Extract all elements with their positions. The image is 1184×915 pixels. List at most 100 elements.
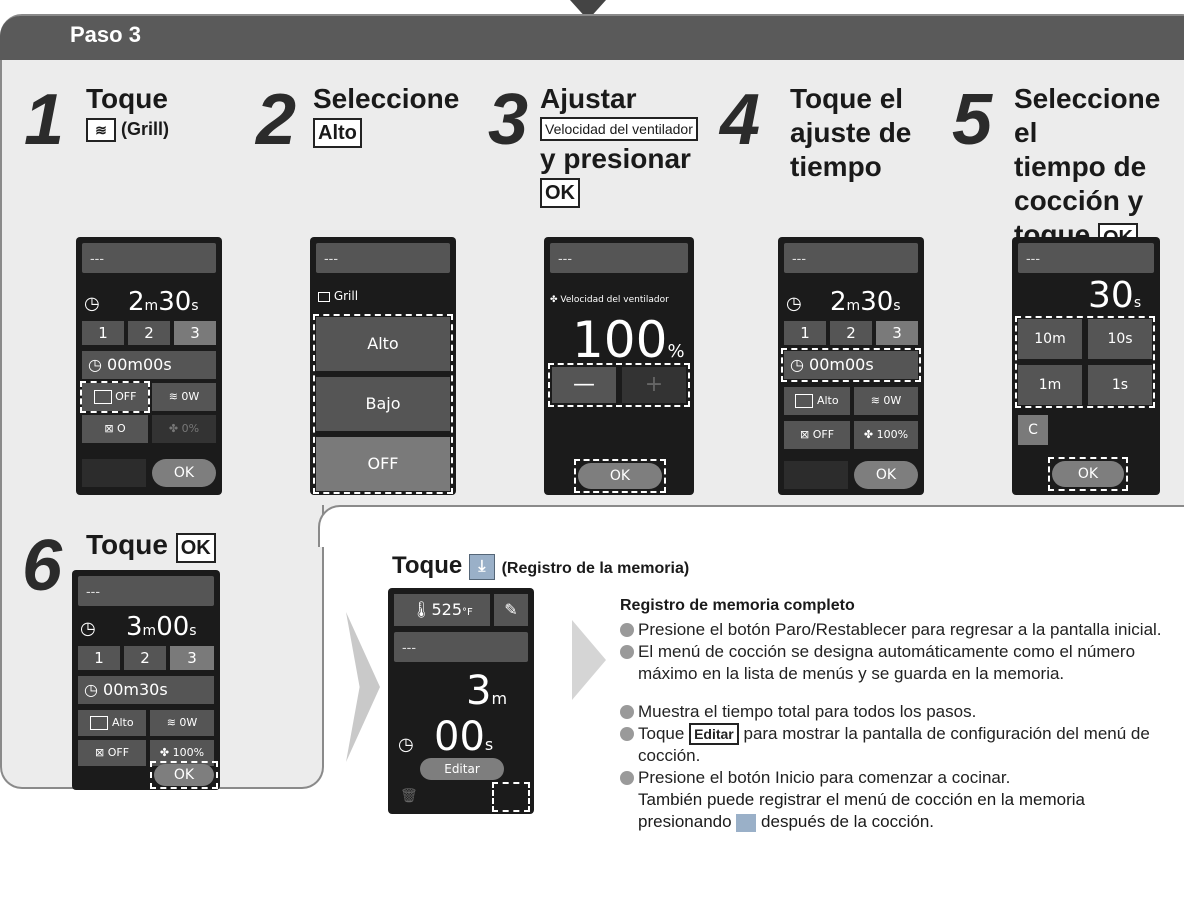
option-off[interactable]: OFF — [316, 437, 450, 491]
time-display: 3m00s — [126, 612, 197, 642]
info-bullet: El menú de cocción se designa automática… — [620, 641, 1180, 685]
memory-save-icon — [736, 813, 757, 832]
fan-button[interactable]: ✤ 100% — [854, 421, 918, 449]
memory-heading: Toque ⤓ (Registro de la memoria) — [392, 552, 690, 580]
fan-button[interactable]: ✤ 0% — [152, 415, 216, 443]
step-number-3: 3 — [488, 80, 529, 160]
step-1-suffix: (Grill) — [121, 119, 170, 139]
minus-button[interactable]: — — [552, 367, 616, 403]
step-3-box: Velocidad del ventilador — [540, 117, 698, 141]
stage-tab[interactable]: 1 — [784, 321, 826, 345]
timer-field[interactable]: ◷ 00m30s — [78, 676, 214, 704]
screen-1: --- ◷ 2m30s 1 2 3 ◷ 00m00s OFF ≋ 0W ⊠ O … — [76, 237, 222, 495]
highlight — [548, 363, 690, 407]
info-bullet: Presione el botón Inicio para comenzar a… — [620, 767, 1180, 789]
screen-title: --- — [550, 243, 688, 273]
step-1-line: Toque — [86, 83, 168, 114]
wrench-icon[interactable]: ✎ — [494, 594, 528, 626]
time-display: 2m30s — [128, 287, 199, 317]
screen-title: --- — [394, 632, 528, 662]
screen-3: --- ✤ Velocidad del ventilador 100% — + … — [544, 237, 694, 495]
step-6-text: Toque OK — [86, 528, 216, 563]
stage-tab[interactable]: 3 — [170, 646, 214, 670]
step-4-line: ajuste de — [790, 117, 912, 148]
highlight — [1015, 316, 1155, 408]
screen-7: 🌡525°F ✎ --- 3m ◷ 00s Editar 🗑 — [388, 588, 534, 814]
next-arrow-icon — [346, 612, 380, 762]
stage-tab[interactable]: 3 — [876, 321, 918, 345]
stage-tab[interactable]: 2 — [830, 321, 872, 345]
edit-button[interactable]: Editar — [420, 758, 504, 780]
ok-button[interactable]: OK — [578, 463, 662, 489]
stage-tab[interactable]: 2 — [124, 646, 166, 670]
grill-button[interactable]: Alto — [78, 710, 146, 736]
clear-button[interactable]: C — [1018, 415, 1048, 445]
chef-icon[interactable] — [82, 459, 146, 487]
stage-tab[interactable]: 2 — [128, 321, 170, 345]
step-number-2: 2 — [256, 80, 297, 160]
ok-button[interactable]: OK — [154, 764, 214, 786]
power-button[interactable]: ≋ 0W — [152, 383, 216, 411]
clock-icon: ◷ — [786, 293, 802, 314]
ok-button[interactable]: OK — [152, 459, 216, 487]
memory-save-icon[interactable] — [492, 782, 530, 812]
fan-label: ✤ Velocidad del ventilador — [550, 295, 669, 305]
highlight — [150, 761, 218, 789]
screen-title: --- — [784, 243, 918, 273]
complete-title: Registro de memoria completo — [620, 597, 855, 614]
oven-button[interactable]: ⊠ OFF — [78, 740, 146, 766]
chef-icon[interactable] — [784, 461, 848, 489]
step-4-text: Toque el ajuste de tiempo — [790, 82, 911, 184]
key-1m[interactable]: 1m — [1018, 365, 1082, 405]
highlight — [313, 314, 453, 494]
ok-button[interactable]: OK — [1052, 461, 1124, 487]
step-1-text: Toque ≋ (Grill) — [86, 82, 169, 142]
stage-tab[interactable]: 3 — [174, 321, 216, 345]
step-4-line: tiempo — [790, 151, 882, 182]
memory-info: Registro de memoria completo Presione el… — [620, 597, 1180, 833]
step-5-text: Seleccione el tiempo de cocción y toque … — [1014, 82, 1184, 253]
step-3-line2: y presionar — [540, 143, 691, 174]
step-5-line: cocción y — [1014, 185, 1144, 216]
power-button[interactable]: ≋ 0W — [150, 710, 214, 736]
clock-icon: ◷ — [80, 618, 96, 639]
mode-label: Grill — [318, 289, 358, 303]
ok-button[interactable]: OK — [854, 461, 918, 489]
step-3-box2: OK — [540, 178, 580, 208]
highlight — [80, 381, 150, 413]
step-2-text: Seleccione Alto — [313, 82, 459, 150]
key-10m[interactable]: 10m — [1018, 319, 1082, 359]
highlight — [781, 348, 921, 382]
step-2-line: Seleccione — [313, 83, 460, 114]
step-3-line1: Ajustar — [540, 83, 637, 114]
step-5-line: tiempo de — [1014, 151, 1147, 182]
trash-icon[interactable]: 🗑 — [400, 788, 418, 804]
screen-5: --- 30s 10m 10s 1m 1s C OK — [1012, 237, 1160, 495]
stage-tab[interactable]: 1 — [78, 646, 120, 670]
info-bullet: Muestra el tiempo total para todos los p… — [620, 701, 1180, 723]
option-alto[interactable]: Alto — [316, 317, 450, 371]
key-10s[interactable]: 10s — [1088, 319, 1152, 359]
step-number-4: 4 — [720, 80, 761, 160]
oven-button[interactable]: ⊠ OFF — [784, 421, 850, 449]
stage-tab[interactable]: 1 — [82, 321, 124, 345]
memory-save-icon: ⤓ — [468, 553, 495, 580]
timer-field[interactable]: ◷ 00m00s — [82, 351, 216, 379]
timer-field[interactable]: ◷ 00m00s — [784, 351, 918, 379]
key-1s[interactable]: 1s — [1088, 365, 1152, 405]
grill-button[interactable]: Alto — [784, 387, 850, 415]
step-number-5: 5 — [952, 80, 993, 160]
step-number-1: 1 — [24, 80, 65, 160]
oven-button[interactable]: ⊠ O — [82, 415, 148, 443]
time-value: 30s — [1088, 275, 1142, 316]
screen-title: --- — [1018, 243, 1154, 273]
screen-title: --- — [82, 243, 216, 273]
option-bajo[interactable]: Bajo — [316, 377, 450, 431]
plus-button[interactable]: + — [622, 367, 686, 403]
minutes-display: 3m — [466, 668, 508, 714]
seconds-display: 00s — [434, 714, 494, 760]
step-3-text: Ajustar Velocidad del ventilador y presi… — [540, 82, 698, 210]
panel-border — [318, 505, 1184, 547]
power-button[interactable]: ≋ 0W — [854, 387, 918, 415]
grill-button[interactable]: OFF — [82, 383, 148, 411]
